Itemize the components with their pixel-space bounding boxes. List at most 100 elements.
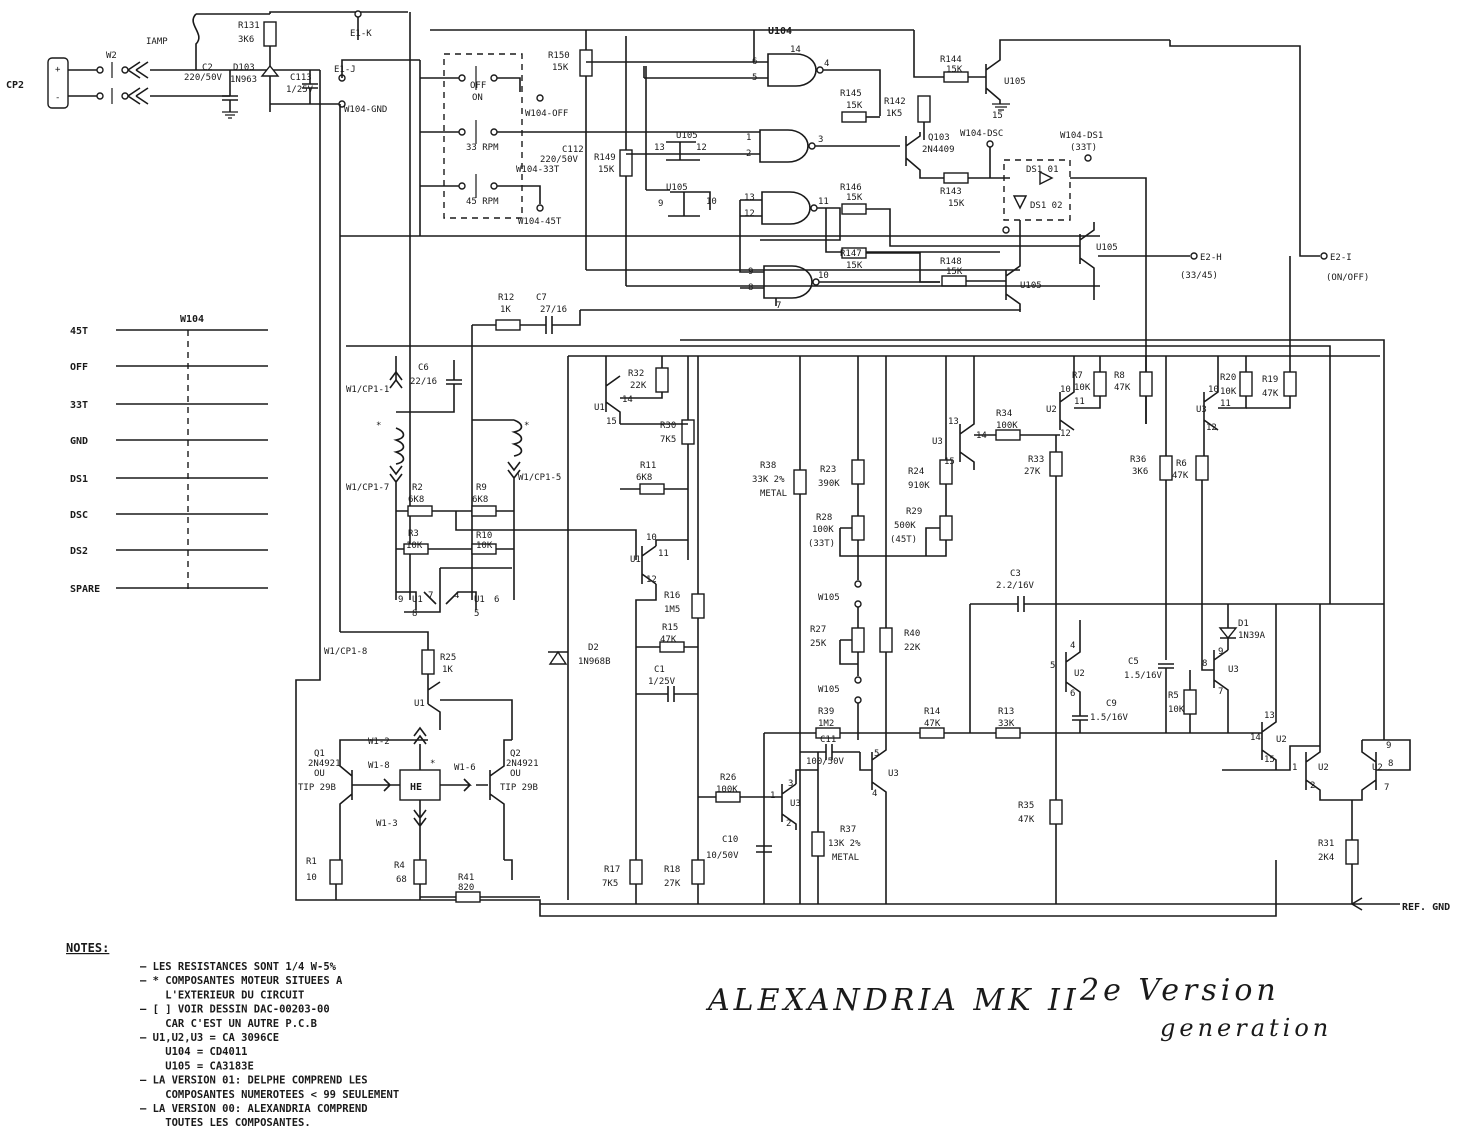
svg-text:R1: R1: [306, 857, 317, 867]
lower-right-stages: C3 2.2/16V R14 47K R13 33K U2 5 4 6 C9 1…: [919, 569, 1411, 904]
note-line: TOUTES LES COMPOSANTES.: [140, 1117, 311, 1129]
svg-text:R25: R25: [440, 653, 456, 663]
svg-text:U1: U1: [594, 403, 605, 413]
svg-text:7: 7: [776, 301, 781, 311]
svg-text:1/25V: 1/25V: [286, 85, 314, 95]
svg-text:C113: C113: [290, 73, 312, 83]
svg-text:27K: 27K: [664, 879, 681, 889]
svg-text:(45T): (45T): [890, 535, 917, 545]
svg-text:10K: 10K: [406, 541, 423, 551]
svg-text:C3: C3: [1010, 569, 1021, 579]
svg-text:220/50V: 220/50V: [540, 155, 579, 165]
svg-text:R15: R15: [662, 623, 678, 633]
svg-text:220/50V: 220/50V: [184, 73, 223, 83]
svg-text:1/25V: 1/25V: [648, 677, 676, 687]
svg-text:5: 5: [474, 609, 479, 619]
note-line: — [ ] VOIR DESSIN DAC-00203-00: [140, 1004, 330, 1016]
svg-text:15: 15: [606, 417, 617, 427]
svg-text:2.2/16V: 2.2/16V: [996, 581, 1035, 591]
svg-text:9: 9: [398, 595, 403, 605]
svg-text:R8: R8: [1114, 371, 1125, 381]
svg-text:R3: R3: [408, 529, 419, 539]
svg-text:U3: U3: [888, 769, 899, 779]
svg-text:2: 2: [1310, 781, 1315, 791]
svg-text:13: 13: [744, 193, 755, 203]
svg-text:22K: 22K: [630, 381, 647, 391]
svg-text:1K: 1K: [500, 305, 511, 315]
motor-driver: W1/CP1-8 R25 1K U1 W1-2 HE * W1-8 W1-6 W…: [298, 631, 540, 903]
w104-row-label: 45T: [70, 326, 88, 337]
svg-text:R36: R36: [1130, 455, 1146, 465]
svg-text:R32: R32: [628, 369, 644, 379]
svg-text:U3: U3: [1228, 665, 1239, 675]
svg-text:R142: R142: [884, 97, 906, 107]
svg-text:R41: R41: [458, 873, 474, 883]
note-line: — LA VERSION 01: DELPHE COMPREND LES: [140, 1075, 368, 1087]
note-line: U104 = CD4011: [140, 1046, 247, 1058]
note-line: — * COMPOSANTES MOTEUR SITUEES A: [140, 975, 343, 987]
u104-label: U104: [768, 26, 792, 37]
svg-text:22/16: 22/16: [410, 377, 437, 387]
svg-text:U2: U2: [1318, 763, 1329, 773]
svg-text:TIP 29B: TIP 29B: [298, 783, 336, 793]
svg-text:C6: C6: [418, 363, 429, 373]
svg-text:1K: 1K: [442, 665, 453, 675]
svg-text:3: 3: [788, 779, 793, 789]
schematic-title: ALEXANDRIA MK II: [705, 983, 1080, 1018]
cp2-label: CP2: [6, 80, 24, 91]
svg-text:10K: 10K: [1074, 383, 1091, 393]
svg-text:U3: U3: [1196, 405, 1207, 415]
output-drivers: R144 15K U105 15 R145 15K R142 1K5 Q103 …: [340, 30, 1369, 424]
svg-text:U105: U105: [666, 183, 688, 193]
svg-text:METAL: METAL: [832, 853, 859, 863]
svg-text:12: 12: [696, 143, 707, 153]
svg-text:15K: 15K: [946, 65, 963, 75]
svg-text:1M5: 1M5: [664, 605, 680, 615]
motor-coils: W1/CP1-1 * W1/CP1-7 C6 22/16 * W1/CP1-5 …: [346, 356, 637, 619]
svg-text:15K: 15K: [946, 267, 963, 277]
u105-right-label: U105: [1096, 243, 1118, 253]
svg-text:R19: R19: [1262, 375, 1278, 385]
svg-text:14: 14: [1250, 733, 1261, 743]
svg-text:W1/CP1-7: W1/CP1-7: [346, 483, 389, 493]
svg-text:33 RPM: 33 RPM: [466, 143, 499, 153]
svg-text:R144: R144: [940, 55, 962, 65]
svg-text:R35: R35: [1018, 801, 1034, 811]
r131-resistor: [263, 21, 277, 47]
svg-text:U2: U2: [1276, 735, 1287, 745]
svg-text:W1-3: W1-3: [376, 819, 398, 829]
svg-text:W1-8: W1-8: [368, 761, 390, 771]
svg-text:100K: 100K: [812, 525, 834, 535]
svg-text:8: 8: [1388, 759, 1393, 769]
svg-text:10: 10: [1060, 385, 1071, 395]
svg-text:Q2: Q2: [510, 749, 521, 759]
svg-text:1N39A: 1N39A: [1238, 631, 1266, 641]
svg-text:R150: R150: [548, 51, 570, 61]
svg-text:D2: D2: [588, 643, 599, 653]
note-line: COMPOSANTES NUMEROTEES < 99 SEULEMENT: [140, 1089, 399, 1101]
svg-text:910K: 910K: [908, 481, 930, 491]
svg-text:390K: 390K: [818, 479, 840, 489]
svg-text:1N968B: 1N968B: [578, 657, 611, 667]
svg-text:C11: C11: [820, 735, 836, 745]
w104ds1-label: W104-DS1: [1060, 131, 1103, 141]
svg-text:U1: U1: [474, 595, 485, 605]
svg-text:U3: U3: [790, 799, 801, 809]
u104-bias: R150 15K R149 15K: [430, 29, 914, 286]
svg-text:15K: 15K: [598, 165, 615, 175]
svg-text:R145: R145: [840, 89, 862, 99]
svg-text:R131: R131: [238, 21, 260, 31]
svg-text:C7: C7: [536, 293, 547, 303]
svg-text:R20: R20: [1220, 373, 1236, 383]
svg-text:13: 13: [654, 143, 665, 153]
svg-text:C1: C1: [654, 665, 665, 675]
svg-text:R14: R14: [924, 707, 940, 717]
svg-text:47K: 47K: [1114, 383, 1131, 393]
e2h-label: E2-H: [1200, 253, 1222, 263]
svg-text:8: 8: [1202, 659, 1207, 669]
svg-text:6K8: 6K8: [472, 495, 488, 505]
svg-text:R2: R2: [412, 483, 423, 493]
svg-text:27K: 27K: [1024, 467, 1041, 477]
svg-text:W1/CP1-5: W1/CP1-5: [518, 473, 561, 483]
